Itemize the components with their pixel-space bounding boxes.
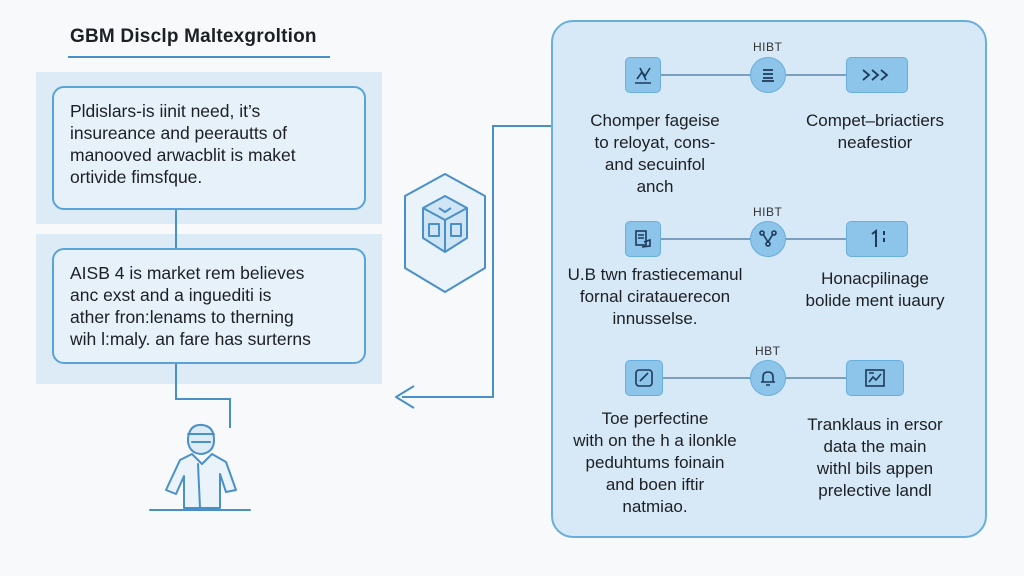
connector-vertical-right: [492, 125, 494, 397]
caption-right: Tranklaus in ersor data the main withl b…: [770, 414, 980, 502]
hub-label: HIBT: [753, 40, 783, 54]
caption-line: Tranklaus in ersor: [807, 415, 943, 434]
chart-icon: [625, 57, 661, 93]
text-line: manooved arwacblit is maket: [70, 145, 296, 165]
text-line: anc exst and a inguediti is: [70, 285, 272, 305]
arrowhead-left-icon: [392, 384, 418, 410]
right-panel: [551, 20, 987, 538]
caption-right: Honacpilinage bolide ment iuaury: [770, 268, 980, 312]
caption-line: innusselse.: [612, 309, 698, 328]
caption-line: and secuinfol: [604, 155, 706, 174]
caption-line: withl bils appen: [816, 459, 934, 478]
caption-line: Honacpilinage: [821, 269, 929, 288]
connector-box2-down: [175, 364, 177, 400]
caption-line: fornal ciratauerecon: [579, 287, 731, 306]
list-icon: [750, 57, 786, 93]
caption-line: to reloyat, cons-: [594, 133, 716, 152]
caption-line: bolide ment iuaury: [805, 291, 945, 310]
caption-line: peduhtums foinain: [585, 453, 725, 472]
hub-label: HBT: [755, 344, 781, 358]
text-box-1: Pldislars-is iinit need, it’s insureance…: [52, 86, 366, 210]
caption-right: Compet–briactiers neafestior: [770, 110, 980, 154]
caption-left: U.B twn frastiecemanul fornal ciratauere…: [540, 264, 770, 330]
text-line: ortivide fimsfque.: [70, 167, 203, 187]
text-line: ather fron:lenams to therning: [70, 307, 294, 327]
diagram-title: GBM Disclp Maltexgroltion: [70, 26, 317, 47]
caption-line: and boen iftir: [605, 475, 705, 494]
caption-line: Toe perfectine: [601, 409, 709, 428]
connector-panel-to-cube: [493, 125, 551, 127]
gauge-icon: [625, 360, 663, 396]
caption-line: with on the h a ilonkle: [573, 431, 737, 450]
connector-box1-box2: [175, 210, 177, 248]
connector-return: [402, 396, 494, 398]
caption-line: natmiao.: [622, 497, 688, 516]
document-hand-icon: [625, 221, 661, 257]
number-one-icon: [846, 221, 908, 257]
caption-line: Compet–briactiers: [806, 111, 944, 130]
bell-icon: [750, 360, 786, 396]
caption-line: U.B twn frastiecemanul: [567, 265, 743, 284]
connector-horizontal: [175, 398, 230, 400]
caption-line: prelective landl: [818, 481, 932, 500]
text-box-2: AISB 4 is market rem believes anc exst a…: [52, 248, 366, 364]
text-line: AISB 4 is market rem believes: [70, 263, 305, 283]
caption-line: neafestior: [837, 133, 913, 152]
network-icon: [750, 221, 786, 257]
caption-line: Chomper fageise: [590, 111, 720, 130]
caption-line: anch: [636, 177, 674, 196]
connector-to-person: [229, 398, 231, 428]
caption-line: data the main: [823, 437, 927, 456]
caption-left: Chomper fageise to reloyat, cons- and se…: [550, 110, 760, 198]
caption-left: Toe perfectine with on the h a ilonkle p…: [545, 408, 765, 518]
screen-chart-icon: [846, 360, 904, 396]
title-underline: [68, 56, 330, 58]
text-line: Pldislars-is iinit need, it’s: [70, 101, 261, 121]
arrows-icon: [846, 57, 908, 93]
cube-icon: [403, 172, 487, 294]
text-line: wih l:maly. an fare has surterns: [70, 329, 311, 349]
person-icon: [140, 420, 260, 512]
text-line: insureance and peerautts of: [70, 123, 287, 143]
hub-label: HIBT: [753, 205, 783, 219]
